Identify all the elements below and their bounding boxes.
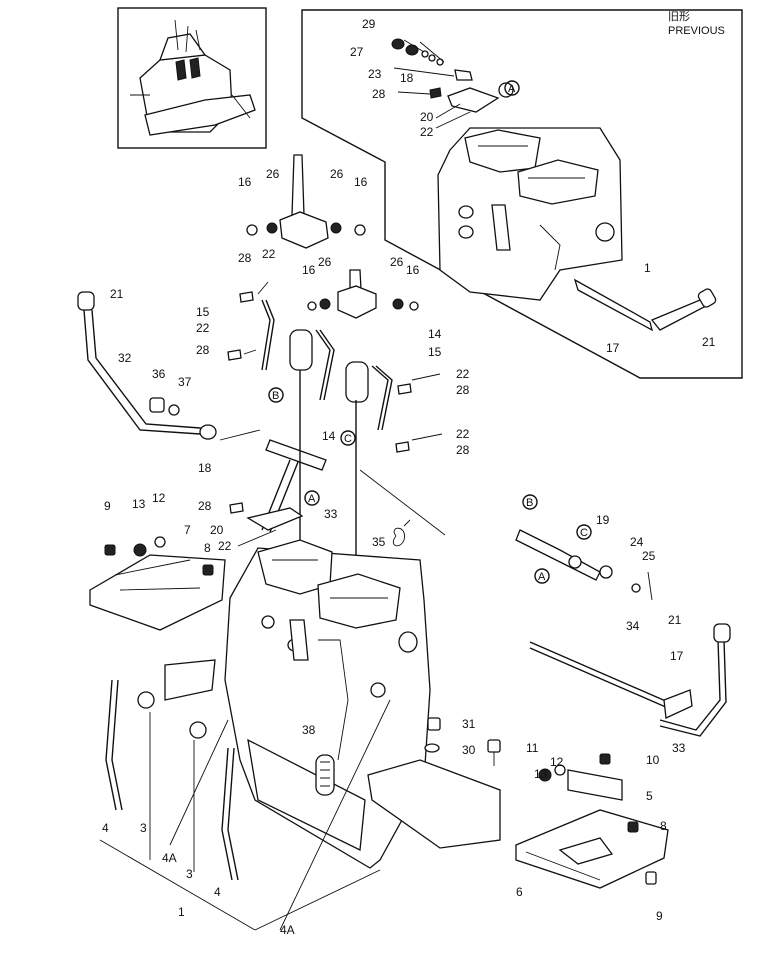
callout-b-right: B [526, 497, 533, 509]
part-label: 22 [218, 539, 232, 553]
part-label: 32 [118, 351, 132, 365]
part-label: 25 [642, 549, 656, 563]
main-housing [137, 539, 501, 869]
callout-a-previous: A [508, 83, 516, 95]
part-label: 14 [322, 429, 336, 443]
part-label: 21 [702, 335, 716, 349]
bottom-right-plate [515, 753, 669, 889]
part-label: 8 [204, 541, 211, 555]
part-label: 30 [462, 743, 476, 757]
callout-a-right: A [538, 571, 546, 583]
part-label: 4 [214, 885, 221, 899]
part-label: 18 [400, 71, 414, 85]
part-label: 16 [302, 263, 316, 277]
callout-a-main: A [308, 493, 316, 505]
part-label: 31 [462, 717, 476, 731]
part-label: 28 [456, 383, 470, 397]
part-label: 21 [668, 613, 682, 627]
part-label: 33 [672, 741, 686, 755]
part-labels: 29 27 23 18 28 20 22 1 17 21 16 26 26 16… [102, 17, 716, 937]
part-label: 3 [140, 821, 147, 835]
part-label: 19 [596, 513, 610, 527]
part-label: 6 [516, 885, 523, 899]
part-label: 4 [102, 821, 109, 835]
part-label: 22 [456, 367, 470, 381]
part-label: 11 [526, 741, 539, 755]
corner-label-1: 旧形 [668, 10, 690, 23]
part-label: 3 [186, 867, 193, 881]
part-label: 5 [646, 789, 653, 803]
part-label: 26 [318, 255, 332, 269]
part-label: 12 [550, 755, 564, 769]
callout-circles: A B C A B C A [268, 80, 592, 584]
callout-b-upper: B [272, 390, 279, 402]
part-label: 22 [456, 427, 470, 441]
upper-linkage [77, 154, 446, 580]
part-label: 1 [178, 905, 185, 919]
part-label: 26 [330, 167, 344, 181]
right-linkage [515, 529, 731, 737]
part-label: 17 [670, 649, 684, 663]
bottom-left-rods [99, 679, 391, 931]
part-label: 4A [162, 851, 177, 865]
part-label: 16 [354, 175, 368, 189]
part-label: 27 [350, 45, 364, 59]
callout-c-upper: C [344, 433, 352, 445]
part-label: 20 [420, 110, 434, 124]
part-label: 17 [606, 341, 620, 355]
part-label: 9 [104, 499, 111, 513]
part-label: 21 [110, 287, 124, 301]
part-label: 35 [372, 535, 386, 549]
part-label: 12 [152, 491, 166, 505]
part-label: 16 [238, 175, 252, 189]
part-label: 28 [372, 87, 386, 101]
part-label: 37 [178, 375, 192, 389]
part-label: 23 [368, 67, 382, 81]
part-label: 24 [630, 535, 644, 549]
part-label: 38 [302, 723, 316, 737]
part-label: 10 [646, 753, 660, 767]
part-label: 29 [362, 17, 376, 31]
part-label: 4A [280, 923, 295, 937]
part-label: 1 [644, 261, 651, 275]
part-label: 28 [238, 251, 252, 265]
previous-region: 旧形 PREVIOUS [301, 9, 743, 379]
part-label: 26 [390, 255, 404, 269]
part-label: 16 [406, 263, 420, 277]
part-label: 33 [324, 507, 338, 521]
part-label: 28 [456, 443, 470, 457]
part-label: 15 [196, 305, 210, 319]
inset-thumbnail [117, 7, 267, 149]
part-label: 28 [198, 499, 212, 513]
part-label: 34 [626, 619, 640, 633]
corner-label-2: PREVIOUS [668, 25, 725, 37]
callout-c-right: C [580, 527, 588, 539]
part-label: 22 [262, 247, 276, 261]
part-label: 36 [152, 367, 166, 381]
part-label: 9 [656, 909, 663, 923]
part-label: 8 [660, 819, 667, 833]
part-label: 18 [198, 461, 212, 475]
part-label: 15 [428, 345, 442, 359]
part-label: 22 [420, 125, 434, 139]
left-plate [89, 536, 226, 631]
part-label: 13 [132, 497, 146, 511]
part-label: 13 [534, 767, 548, 781]
part-label: 28 [196, 343, 210, 357]
part-label: 22 [196, 321, 210, 335]
part-label: 20 [210, 523, 224, 537]
part-label: 26 [266, 167, 280, 181]
part-label: 14 [428, 327, 442, 341]
part-label: 7 [184, 523, 191, 537]
